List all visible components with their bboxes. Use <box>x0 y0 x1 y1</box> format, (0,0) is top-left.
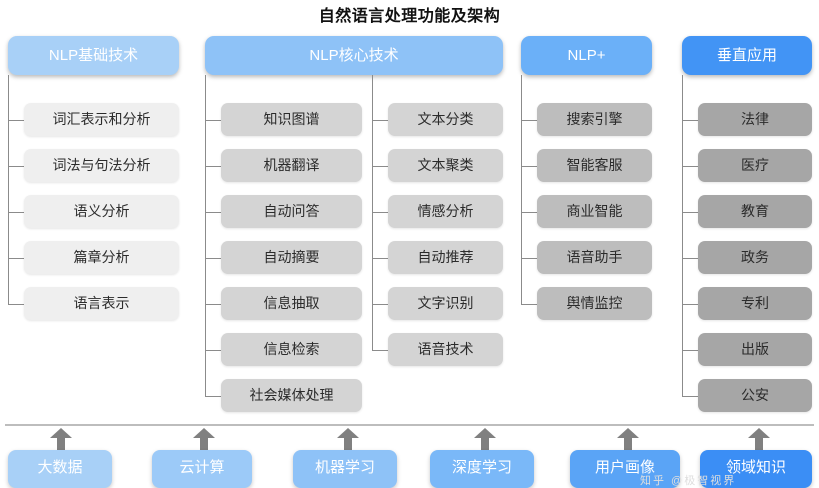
node-item[interactable]: 文本分类 <box>388 103 503 136</box>
connector-tick <box>205 349 221 351</box>
column-header-4[interactable]: 垂直应用 <box>682 36 812 75</box>
node-item[interactable]: 文本聚类 <box>388 149 503 182</box>
foundation-box[interactable]: 云计算 <box>152 450 252 488</box>
node-item[interactable]: 社会媒体处理 <box>221 379 362 412</box>
node-item[interactable]: 法律 <box>698 103 812 136</box>
foundation-box[interactable]: 领域知识 <box>700 450 812 488</box>
node-item[interactable]: 语音助手 <box>537 241 652 274</box>
connector-tick <box>372 165 388 167</box>
connector-tick <box>205 119 221 121</box>
connector-trunk <box>205 75 206 396</box>
connector-tick <box>8 303 24 305</box>
connector-trunk <box>521 75 522 304</box>
node-item[interactable]: 自动问答 <box>221 195 362 228</box>
node-item[interactable]: 情感分析 <box>388 195 503 228</box>
foundation-box[interactable]: 大数据 <box>8 450 112 488</box>
connector-trunk <box>682 75 683 396</box>
connector-tick <box>8 257 24 259</box>
page-title: 自然语言处理功能及架构 <box>318 8 501 25</box>
node-item[interactable]: 语言表示 <box>24 287 179 320</box>
connector-tick <box>682 257 698 259</box>
connector-tick <box>205 303 221 305</box>
node-item[interactable]: 知识图谱 <box>221 103 362 136</box>
up-arrow-icon <box>193 428 215 450</box>
connector-tick <box>521 257 537 259</box>
node-item[interactable]: 公安 <box>698 379 812 412</box>
node-item[interactable]: 搜索引擎 <box>537 103 652 136</box>
connector-tick <box>682 211 698 213</box>
connector-tick <box>521 119 537 121</box>
node-item[interactable]: 词法与句法分析 <box>24 149 179 182</box>
node-item[interactable]: 机器翻译 <box>221 149 362 182</box>
up-arrow-icon <box>474 428 496 450</box>
connector-tick <box>8 165 24 167</box>
node-item[interactable]: 教育 <box>698 195 812 228</box>
node-item[interactable]: 语音技术 <box>388 333 503 366</box>
connector-tick <box>682 119 698 121</box>
connector-tick <box>205 165 221 167</box>
node-item[interactable]: 文字识别 <box>388 287 503 320</box>
up-arrow-icon <box>337 428 359 450</box>
node-item[interactable]: 语义分析 <box>24 195 179 228</box>
up-arrow-icon <box>50 428 72 450</box>
connector-tick <box>8 211 24 213</box>
connector-tick <box>205 395 221 397</box>
node-item[interactable]: 词汇表示和分析 <box>24 103 179 136</box>
connector-tick <box>372 303 388 305</box>
connector-tick <box>682 165 698 167</box>
node-item[interactable]: 医疗 <box>698 149 812 182</box>
column-header-3[interactable]: NLP+ <box>521 36 652 75</box>
connector-tick <box>521 303 537 305</box>
up-arrow-icon <box>748 428 770 450</box>
foundation-box[interactable]: 深度学习 <box>430 450 534 488</box>
connector-tick <box>682 303 698 305</box>
connector-trunk <box>8 75 9 304</box>
node-item[interactable]: 舆情监控 <box>537 287 652 320</box>
connector-tick <box>205 211 221 213</box>
foundation-baseline <box>5 424 814 426</box>
connector-tick <box>521 165 537 167</box>
column-header-1[interactable]: NLP基础技术 <box>8 36 179 75</box>
up-arrow-icon <box>617 428 639 450</box>
node-item[interactable]: 信息抽取 <box>221 287 362 320</box>
node-item[interactable]: 篇章分析 <box>24 241 179 274</box>
connector-tick <box>8 119 24 121</box>
connector-tick <box>372 211 388 213</box>
connector-tick <box>372 119 388 121</box>
node-item[interactable]: 自动推荐 <box>388 241 503 274</box>
node-item[interactable]: 出版 <box>698 333 812 366</box>
node-item[interactable]: 专利 <box>698 287 812 320</box>
foundation-box[interactable]: 机器学习 <box>293 450 397 488</box>
connector-tick <box>682 349 698 351</box>
connector-tick <box>682 395 698 397</box>
foundation-box[interactable]: 用户画像 <box>570 450 680 488</box>
node-item[interactable]: 智能客服 <box>537 149 652 182</box>
column-header-2[interactable]: NLP核心技术 <box>205 36 503 75</box>
connector-tick <box>372 349 388 351</box>
node-item[interactable]: 自动摘要 <box>221 241 362 274</box>
connector-tick <box>521 211 537 213</box>
watermark: 知乎 @极智视界 <box>640 475 737 487</box>
node-item[interactable]: 信息检索 <box>221 333 362 366</box>
node-item[interactable]: 政务 <box>698 241 812 274</box>
connector-tick <box>372 257 388 259</box>
connector-tick <box>205 257 221 259</box>
node-item[interactable]: 商业智能 <box>537 195 652 228</box>
